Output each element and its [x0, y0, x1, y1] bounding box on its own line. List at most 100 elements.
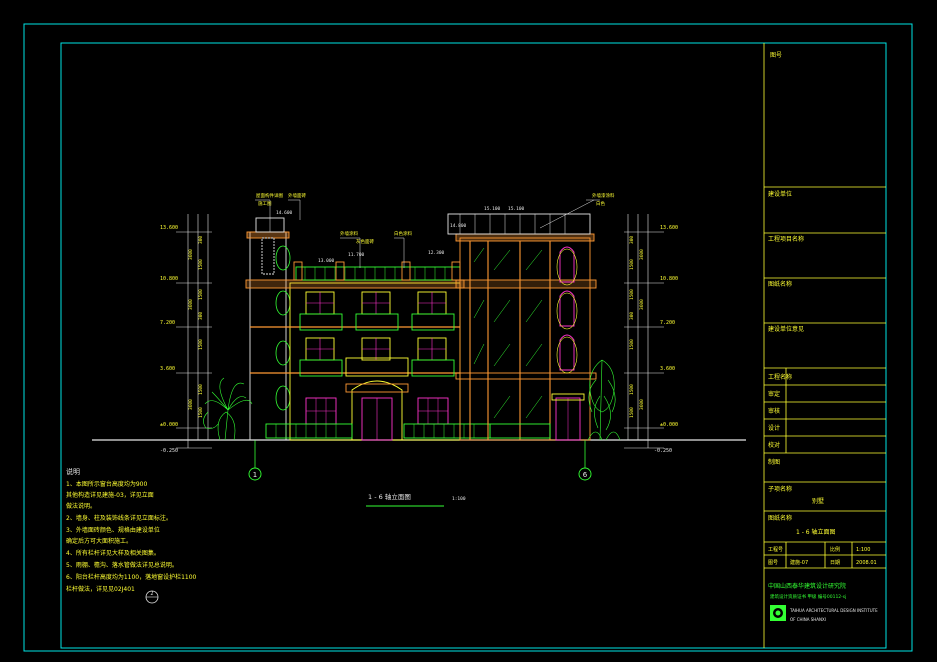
level-left-0: 13.600: [160, 225, 178, 231]
detail-reference-bubble: 2: [145, 590, 159, 604]
tb-row-6: 审定: [768, 390, 780, 398]
level-left-1: 10.800: [160, 276, 178, 282]
main-body-right: [459, 237, 591, 441]
curtain-wall-mullions: [469, 241, 551, 440]
tb-project-value: 别墅: [812, 497, 824, 505]
tb-company-en1: TAIHUA ARCHITECTURAL DESIGN INSTITUTE: [789, 608, 878, 613]
elev-label-0: 14.600: [276, 210, 293, 216]
callout-leaders: [255, 199, 600, 268]
note-0: 1、本图所示窗台高度均为900: [66, 480, 147, 488]
callout-3: 外墙涂料: [340, 230, 358, 237]
level-left-4: ±0.000: [160, 422, 178, 428]
level-left-5: -0.250: [160, 448, 178, 454]
callout-7: 白色: [596, 200, 605, 207]
level-markers-right: [624, 214, 664, 449]
tb-row-1: 建设单位: [768, 190, 792, 198]
tb-drawing-value: 1 - 6 轴立面图: [796, 528, 836, 536]
callout-6: 外墙漆涂料: [592, 192, 615, 199]
axis-label-1: 1: [253, 471, 257, 479]
note-7: 5、雨棚、檐沟、落水管做法详见总说明。: [66, 561, 178, 569]
note-6: 4、所有栏杆详见大样及相关图集。: [66, 549, 160, 557]
tb-row-7: 审核: [768, 407, 780, 415]
tb-company-name: 中国山西泰华建筑设计研究院: [768, 582, 846, 590]
roof-parapet-right: [447, 213, 591, 235]
dim-right-7: 3600: [639, 299, 645, 310]
left-tower-cap: [246, 231, 290, 239]
tb-row-5: 工程名称: [768, 373, 792, 381]
level-right-0: 13.600: [660, 225, 678, 231]
axis-bubble-6: [578, 467, 592, 481]
axis-label-6: 6: [583, 471, 588, 479]
tb-row-10: 制图: [768, 458, 780, 466]
note-1: 其他构造详见建施-03，详见立面: [66, 491, 154, 499]
view-scale: 1:100: [452, 496, 466, 502]
tb-row-0: 图号: [770, 52, 782, 59]
entrance-arch: [351, 380, 403, 441]
dim-left-4: 1500: [198, 339, 204, 350]
landscape-trees: [203, 359, 621, 441]
dim-right-2: 1500: [629, 289, 635, 300]
level-right-3: 3.600: [660, 366, 675, 372]
level-right-5: -0.250: [654, 448, 672, 454]
callout-2: 外墙面砖: [288, 192, 306, 199]
dim-left-1: 1500: [198, 259, 204, 270]
outer-frame: [23, 23, 913, 652]
dims-right: 300 1500 1500 300 1500 3600 1500 3600 15…: [629, 236, 645, 418]
main-body-left: [289, 282, 461, 441]
tb-company-cert: 建筑设计资质证书 甲级 编号00112-sj: [770, 593, 846, 600]
tb-row-8: 设计: [768, 424, 780, 432]
company-logo: [770, 605, 786, 621]
ground-balustrade-left: [265, 423, 353, 439]
level-left-2: 7.200: [160, 320, 175, 326]
balconies-3f: [299, 313, 455, 331]
level-left-3: 3.600: [160, 366, 175, 372]
level-right-1: 10.800: [660, 276, 678, 282]
elevation-labels: 14.600 13.000 15.100 15.100 11.700 12.30…: [276, 206, 525, 264]
level-right-2: 7.200: [660, 320, 675, 326]
elev-label-6: 14.800: [450, 223, 467, 229]
cornice-2f: [245, 279, 465, 289]
axis-bubbles: [248, 440, 592, 481]
tb-small-4: 1:100: [856, 547, 870, 553]
tb-row-9: 校对: [768, 441, 780, 449]
note-8: 6、阳台栏杆高度均为1100，落地窗设护栏1100: [66, 573, 197, 581]
callout-5: 灰色面砖: [356, 238, 374, 245]
dim-right-4: 1500: [629, 339, 635, 350]
elev-label-4: 11.700: [348, 252, 365, 258]
dims-left: 300 1500 1500 300 1500 3600 1500 3600 15…: [188, 236, 204, 418]
dim-right-5: 3600: [639, 249, 645, 260]
callout-4: 白色涂料: [394, 230, 412, 237]
axis-bubble-1: [248, 467, 262, 481]
dim-left-8: 1500: [198, 407, 204, 418]
dim-right-3: 300: [629, 312, 635, 320]
elev-label-5: 12.300: [428, 250, 445, 256]
dim-left-6: 1500: [198, 384, 204, 395]
note-2: 做法说明。: [66, 502, 96, 510]
ground-balustrade-right: [403, 423, 491, 439]
tb-row-11: 子项名称: [768, 485, 792, 493]
dim-left-5: 3600: [188, 249, 194, 260]
tb-small-3: 比例: [830, 546, 840, 553]
axis-labels: 1 6: [253, 471, 588, 479]
inner-frame: [60, 42, 887, 649]
dim-left-2: 1500: [198, 289, 204, 300]
note-9: 栏杆做法，详见见02J401: [66, 585, 135, 593]
title-block-text: 图号 建设单位 工程项目名称 图纸名称 建设单位意见 工程名称 审定 审核 设计…: [768, 52, 878, 622]
tb-small-0: 工程号: [768, 546, 783, 553]
level-labels-left: 13.600 10.800 7.200 3.600 ±0.000 -0.250: [160, 225, 178, 454]
level-right-4: ±0.000: [660, 422, 678, 428]
dim-right-0: 300: [629, 236, 635, 244]
tb-company-en2: OF CHINA SHANXI: [790, 617, 826, 622]
tb-small-5: 日期: [830, 560, 840, 566]
dim-left-7: 3600: [188, 299, 194, 310]
elev-label-3: 15.100: [508, 206, 525, 212]
level-markers-left: [176, 214, 212, 449]
tb-row-3: 图纸名称: [768, 280, 792, 288]
note-3: 2、墙身、柱及装饰线条详见立面标注。: [66, 514, 172, 522]
note-5: 确定后方可大面积施工。: [66, 537, 132, 545]
dim-left-9: 3600: [188, 399, 194, 410]
roof-balustrade-left: [295, 266, 461, 281]
tb-small-2: 建施-07: [790, 559, 808, 566]
elev-label-1: 13.000: [318, 258, 335, 264]
building-facade: [245, 213, 597, 441]
